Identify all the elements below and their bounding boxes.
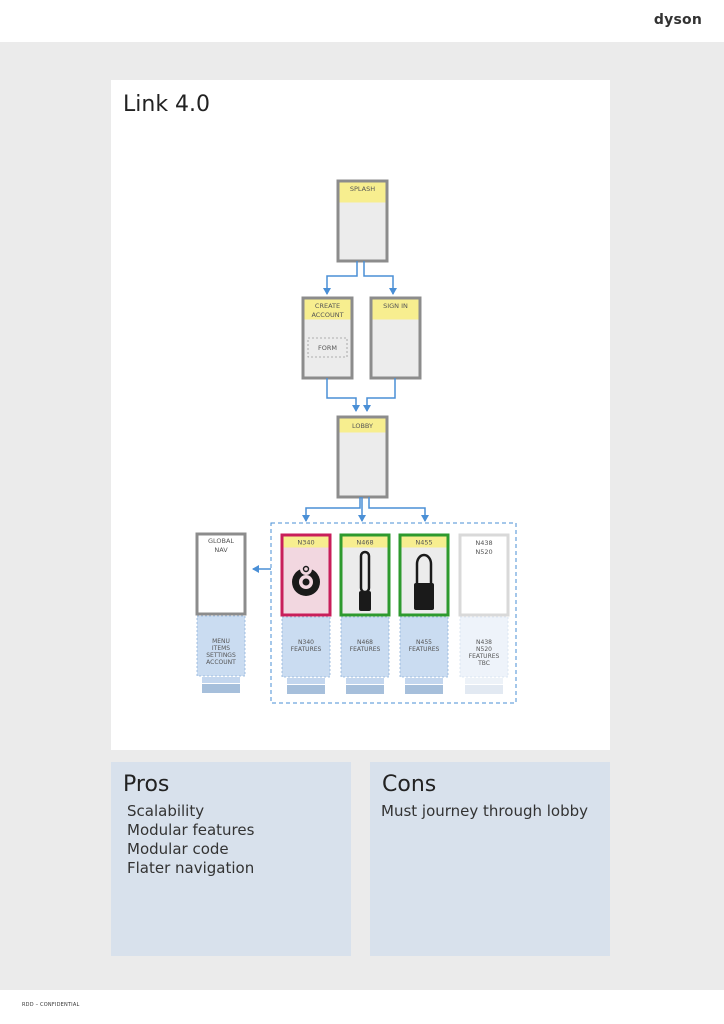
pros-title: Pros (123, 772, 170, 797)
top-bar: dyson (0, 0, 724, 42)
pros-item: Scalability (127, 802, 205, 820)
global-nav-item-3: SETTINGS (206, 652, 236, 659)
splash-screen: SPLASH (336, 179, 389, 263)
cons-box: Cons Must journey through lobby (370, 762, 610, 956)
pros-list: Scalability Modular features Modular cod… (127, 802, 254, 878)
splash-arrows (323, 261, 397, 295)
lobby-arrows (326, 378, 396, 412)
cons-item: Must journey through lobby (381, 802, 589, 820)
flow-diagram: SPLASH CREATE ACCOUNT FORM SIGN IN (195, 179, 517, 704)
dyson-logo: dyson (653, 12, 702, 28)
global-nav-item-4: ACCOUNT (206, 659, 236, 666)
global-nav-label-2: NAV (214, 546, 228, 554)
form-placeholder (307, 337, 348, 358)
pros-box: Pros Scalability Modular features Modula… (111, 762, 351, 956)
tower-fan-icon (359, 550, 371, 611)
create-account-label-1: CREATE (315, 302, 340, 310)
n455-features-2: FEATURES (409, 646, 440, 653)
pros-item: Flater navigation (127, 859, 255, 877)
panel-title: Link 4.0 (123, 92, 211, 117)
device-n438-n520: N438 N520 N438 N520 FEATURES TBC (458, 533, 510, 694)
n438-features-1: N438 (476, 639, 492, 646)
footer-bar: RDD – CONFIDENTIAL (0, 990, 724, 1024)
n340-features-2: FEATURES (291, 646, 322, 653)
sign-in-label: SIGN IN (383, 302, 408, 310)
purifier-fan-icon (414, 553, 434, 610)
diagram-panel: Link 4.0 SPLASH CREATE ACCOUNT FORM (111, 80, 610, 750)
global-nav-item-1: MENU (212, 638, 230, 645)
global-nav-label-1: GLOBAL (208, 537, 234, 545)
create-account-label-2: ACCOUNT (311, 311, 343, 319)
cons-title: Cons (382, 772, 437, 797)
n520-label: N520 (475, 548, 492, 556)
device-n455: N455 N455 FEATURES (398, 533, 450, 694)
device-n468: N468 N468 FEATURES (339, 533, 391, 694)
confidential-label: RDD – CONFIDENTIAL (22, 1002, 80, 1008)
n468-features-1: N468 (357, 639, 373, 646)
sign-in-screen: SIGN IN (369, 296, 422, 380)
n468-label: N468 (356, 539, 373, 547)
n455-features-1: N455 (416, 639, 432, 646)
n455-label: N455 (415, 539, 432, 547)
n438-features-4: TBC (477, 660, 490, 667)
create-account-screen: CREATE ACCOUNT FORM (301, 296, 354, 380)
splash-label: SPLASH (350, 185, 375, 193)
n438-label: N438 (475, 539, 492, 547)
n468-features-2: FEATURES (350, 646, 381, 653)
device-arrows (302, 497, 429, 522)
device-n340: N340 N340 FEATURES (280, 533, 332, 694)
n438-features-3: FEATURES (469, 653, 500, 660)
global-nav-screen: GLOBAL NAV MENU ITEMS SETTINGS ACCOUNT (195, 532, 247, 693)
fan-n340-icon (292, 563, 320, 596)
pros-item: Modular code (127, 840, 229, 858)
form-label: FORM (318, 344, 337, 352)
n340-label: N340 (297, 539, 314, 547)
global-nav-item-2: ITEMS (212, 645, 230, 652)
pros-item: Modular features (127, 821, 255, 839)
n340-features-1: N340 (298, 639, 314, 646)
cons-list: Must journey through lobby (381, 802, 588, 821)
lobby-label: LOBBY (352, 422, 373, 430)
n438-features-2: N520 (476, 646, 492, 653)
device-group-border (270, 522, 517, 704)
lobby-screen: LOBBY (336, 415, 389, 499)
